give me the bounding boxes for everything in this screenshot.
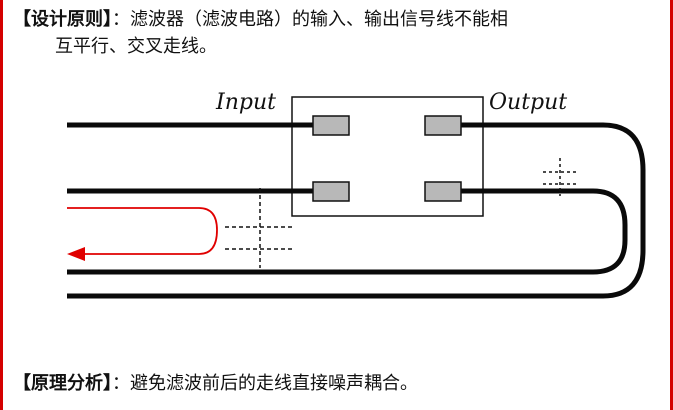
right-dashed-crossing-marker <box>543 158 577 196</box>
design-principle-tag: 【设计原则】 <box>13 9 112 30</box>
principle-analysis-tag: 【原理分析】 <box>13 373 112 394</box>
output-label: Output <box>489 90 567 115</box>
design-principle-line-2: 互平行、交叉走线。 <box>55 36 217 57</box>
filter-pad-in-top <box>312 115 350 136</box>
design-principle-line-1: 【设计原则】：滤波器（滤波电路）的输入、输出信号线不能相 <box>13 6 653 33</box>
principle-analysis-text: 【原理分析】：避免滤波前后的走线直接噪声耦合。 <box>13 370 653 397</box>
input-label: Input <box>215 90 276 115</box>
output-trace-outer <box>67 122 646 299</box>
design-principle-body: ：滤波器（滤波电路）的输入、输出信号线不能相 <box>112 9 508 30</box>
left-dashed-crossing-marker <box>225 188 293 268</box>
design-principle-text: 【设计原则】：滤波器（滤波电路）的输入、输出信号线不能相 互平行、交叉走线。 <box>13 6 653 60</box>
filter-routing-diagram: Input Output <box>67 90 646 299</box>
filter-pad-out-bottom <box>424 181 462 202</box>
output-trace-inner <box>67 188 628 275</box>
coupling-arrow <box>67 207 218 255</box>
principle-analysis-body: ：避免滤波前后的走线直接噪声耦合。 <box>112 373 418 394</box>
filter-pad-out-top <box>424 115 462 136</box>
coupling-arrow-head <box>67 247 85 261</box>
filter-pad-in-bottom <box>312 181 350 202</box>
